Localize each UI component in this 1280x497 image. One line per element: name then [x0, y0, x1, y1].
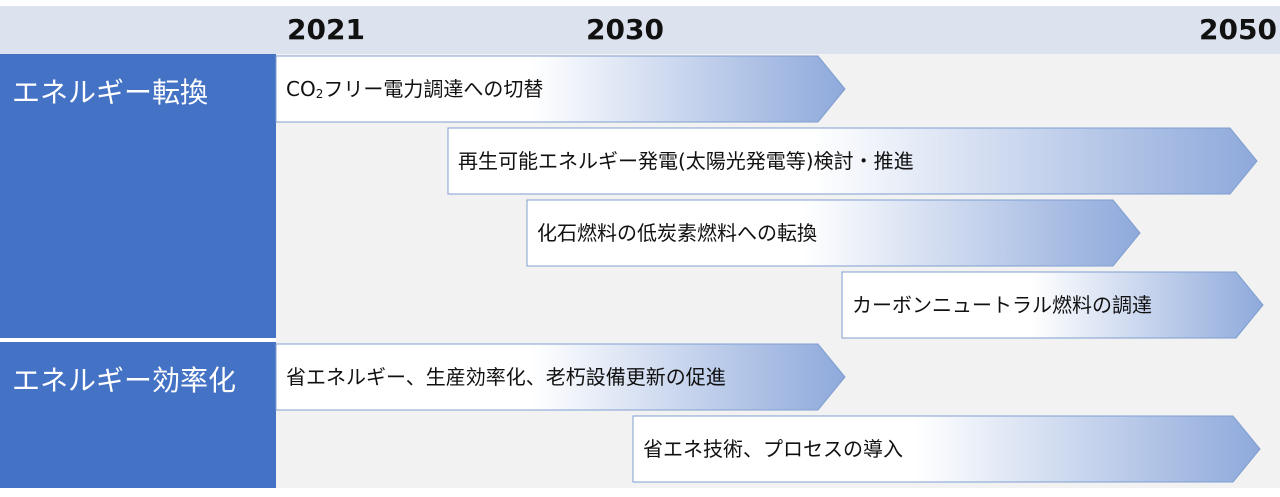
arrow-label-co2-free-power: CO2フリー電力調達への切替 — [286, 76, 543, 107]
arrow-label-low-carbon-fuel: 化石燃料の低炭素燃料への転換 — [537, 221, 817, 245]
category-energy-efficiency: エネルギー効率化 — [0, 342, 276, 488]
category-divider — [0, 338, 276, 342]
arrow-low-carbon-fuel — [526, 199, 1141, 267]
arrow-label-text: フリー電力調達への切替 — [323, 77, 544, 101]
category-energy-transition: エネルギー転換 — [0, 54, 276, 338]
timeline-header — [0, 6, 1280, 54]
year-2021-label: 2021 — [287, 13, 365, 46]
category-label: エネルギー転換 — [12, 76, 209, 109]
arrow-energy-saving-tech — [632, 415, 1261, 483]
co2-text: CO — [286, 77, 316, 101]
arrow-renewable-energy — [447, 127, 1258, 195]
arrow-label-carbon-neutral-fuel: カーボンニュートラル燃料の調達 — [852, 293, 1152, 317]
arrow-energy-saving — [275, 343, 846, 411]
co2-subscript: 2 — [315, 87, 324, 101]
year-2030-label: 2030 — [586, 13, 664, 46]
arrow-carbon-neutral-fuel — [841, 271, 1264, 339]
arrow-co2-free-power — [275, 55, 846, 123]
year-2050-label: 2050 — [1199, 13, 1277, 46]
category-label: エネルギー効率化 — [12, 364, 237, 397]
arrow-label-energy-saving: 省エネルギー、生産効率化、老朽設備更新の促進 — [286, 365, 726, 389]
arrow-label-energy-saving-tech: 省エネ技術、プロセスの導入 — [643, 437, 903, 461]
arrow-label-renewable-energy: 再生可能エネルギー発電(太陽光発電等)検討・推進 — [458, 149, 914, 173]
